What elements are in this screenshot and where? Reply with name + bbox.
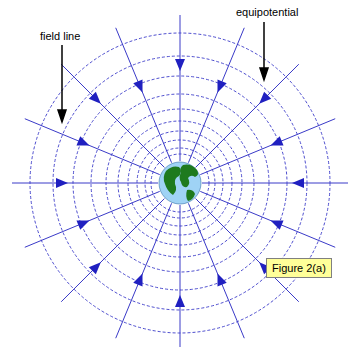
leader-lines (58, 22, 268, 122)
field-line (180, 15, 181, 161)
field-line (12, 183, 158, 184)
field-lines (12, 15, 348, 347)
arrowhead (217, 274, 226, 287)
arrowhead (271, 136, 284, 145)
field-line (200, 119, 335, 175)
field-line (188, 203, 244, 338)
field-line (196, 64, 299, 167)
field-line (180, 205, 181, 347)
arrowhead (76, 136, 89, 145)
arrowhead (175, 59, 185, 71)
arrowhead (292, 178, 304, 188)
arrowhead (56, 178, 68, 188)
figure-caption-box: Figure 2(a) (266, 258, 332, 278)
field-line (116, 203, 172, 338)
field-line (202, 183, 348, 184)
field-line (25, 119, 160, 175)
field-line (188, 28, 244, 163)
arrowhead (133, 79, 142, 92)
arrowhead (89, 262, 101, 274)
arrowhead (175, 295, 185, 307)
arrowhead (259, 92, 271, 104)
figure-label: Figure 2(a) (272, 262, 326, 274)
field-line (116, 28, 172, 163)
field-line (61, 199, 164, 302)
equipotential-label: equipotential (236, 6, 298, 18)
field-line (196, 199, 299, 302)
arrowhead (89, 92, 101, 104)
field-line (25, 191, 160, 247)
field-line-label: field line (40, 30, 80, 42)
field-line (200, 191, 335, 247)
arrowhead (271, 220, 284, 229)
field-line (61, 64, 164, 167)
arrowhead (217, 79, 226, 92)
arrowhead (76, 220, 89, 229)
arrowhead (133, 274, 142, 287)
earth (159, 162, 201, 204)
